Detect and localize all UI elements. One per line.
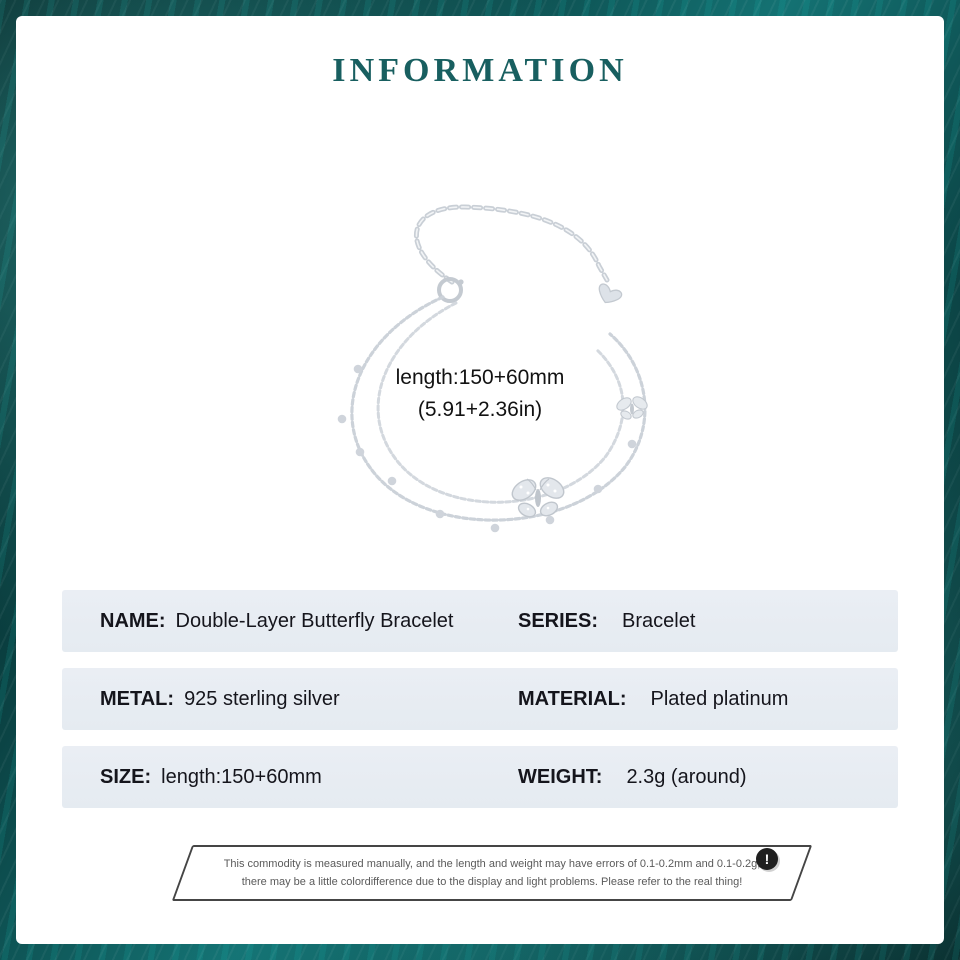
spec-value-size: length:150+60mm [161, 765, 322, 788]
small-butterfly-charm-icon [616, 396, 648, 420]
spec-row-size-weight: SIZE: length:150+60mm WEIGHT: 2.3g (arou… [62, 746, 898, 808]
spec-value-material: Plated platinum [650, 687, 789, 710]
length-annotation-line2: (5.91+2.36in) [417, 397, 543, 421]
spec-value-metal: 925 sterling silver [184, 687, 340, 710]
spec-value-name: Double-Layer Butterfly Bracelet [175, 609, 454, 632]
spec-cell-series: SERIES: Bracelet [518, 610, 898, 633]
length-annotation: length:150+60mm (5.91+2.36in) [16, 362, 944, 425]
disclaimer-text: This commodity is measured manually, and… [182, 845, 802, 901]
spec-cell-material: MATERIAL: Plated platinum [518, 688, 898, 711]
spec-cell-size: SIZE: length:150+60mm [100, 766, 518, 789]
spec-value-series: Bracelet [622, 609, 696, 632]
extension-chain [413, 204, 610, 285]
information-card: INFORMATION [16, 16, 944, 944]
spec-table: NAME: Double-Layer Butterfly Bracelet SE… [62, 590, 898, 808]
clasp-icon [437, 277, 464, 303]
cz-stones [519, 483, 557, 511]
spec-label-material: MATERIAL: [518, 687, 627, 710]
bracelet-photo [280, 184, 670, 554]
heart-tag-icon [598, 283, 623, 304]
bracelet-image [337, 204, 648, 533]
length-annotation-line1: length:150+60mm [395, 366, 565, 389]
page-title: INFORMATION [332, 52, 628, 89]
spec-row-name-series: NAME: Double-Layer Butterfly Bracelet SE… [62, 590, 898, 652]
butterfly-charm-icon [511, 477, 565, 518]
spec-label-series: SERIES: [518, 609, 599, 632]
spec-label-metal: METAL: [100, 687, 175, 710]
spec-label-weight: WEIGHT: [518, 765, 603, 788]
disclaimer-banner: This commodity is measured manually, and… [171, 845, 813, 901]
spec-label-name: NAME: [100, 609, 166, 632]
spec-cell-metal: METAL: 925 sterling silver [100, 688, 518, 711]
spec-value-weight: 2.3g (around) [626, 765, 747, 788]
spec-row-metal-material: METAL: 925 sterling silver MATERIAL: Pla… [62, 668, 898, 730]
spec-label-size: SIZE: [100, 765, 152, 788]
chain-beads [337, 364, 637, 533]
disclaimer-line2: there may be a little colordifference du… [241, 876, 743, 889]
exclamation-icon: ! [756, 848, 778, 870]
spec-cell-name: NAME: Double-Layer Butterfly Bracelet [100, 610, 518, 633]
spec-cell-weight: WEIGHT: 2.3g (around) [518, 766, 898, 789]
disclaimer-line1: This commodity is measured manually, and… [223, 858, 761, 870]
